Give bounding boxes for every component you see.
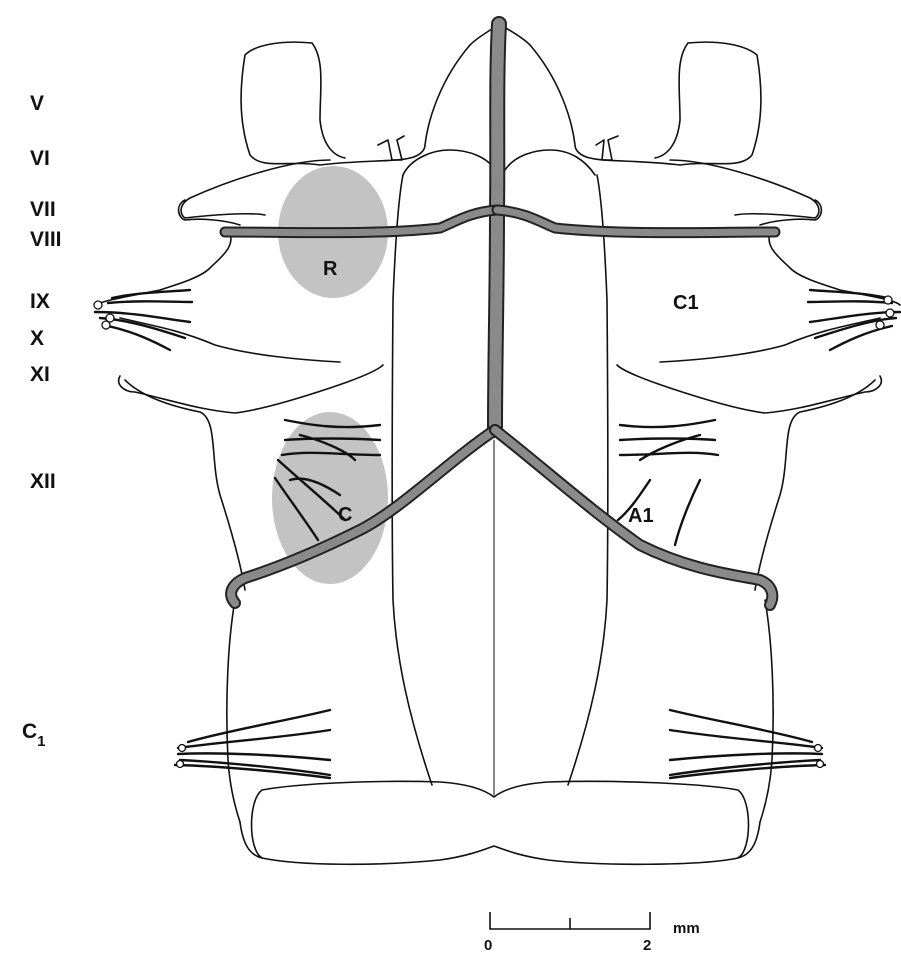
vii-lobe-right (760, 200, 821, 225)
scale-bar-line (490, 912, 650, 929)
label-region-c: C (338, 504, 352, 526)
nerve-labels: V VI VII VIII IX X XI XII C1 (22, 92, 62, 750)
label-xii: XII (30, 470, 56, 493)
label-c1-cervical: C1 (22, 720, 46, 750)
rootlets-right (618, 290, 900, 778)
label-region-r: R (323, 258, 338, 280)
label-xi: XI (30, 363, 50, 386)
pons-stub-right (596, 136, 618, 160)
label-viii: VIII (30, 228, 62, 251)
label-ix: IX (30, 290, 50, 313)
pons-left-inner (312, 43, 345, 158)
label-v: V (30, 92, 44, 115)
label-vessel-a1: A1 (628, 505, 654, 527)
label-x: X (30, 327, 44, 350)
label-vii: VII (30, 198, 56, 221)
label-vessel-c1: C1 (673, 292, 699, 314)
xi-lobe-right (617, 365, 881, 413)
caudal-roll (252, 781, 749, 864)
scale-bar: 0 2 mm (484, 912, 700, 954)
vii-lobe-left (179, 200, 240, 225)
right-transverse-artery (497, 210, 775, 233)
pons-right-lobe (499, 24, 761, 165)
scale-label-unit: mm (673, 920, 700, 937)
pons-right-inner (655, 43, 688, 158)
scale-label-start: 0 (484, 937, 492, 954)
label-vi: VI (30, 147, 50, 170)
bulge-mid (505, 150, 595, 175)
basilar-artery (495, 24, 499, 430)
scale-label-end: 2 (643, 937, 651, 954)
pons-stub-left (378, 136, 404, 160)
xi-lobe-left (119, 365, 383, 413)
pons-left-lobe (241, 24, 499, 165)
pyramid-right-outer (568, 175, 608, 785)
bulge-left (403, 150, 495, 175)
